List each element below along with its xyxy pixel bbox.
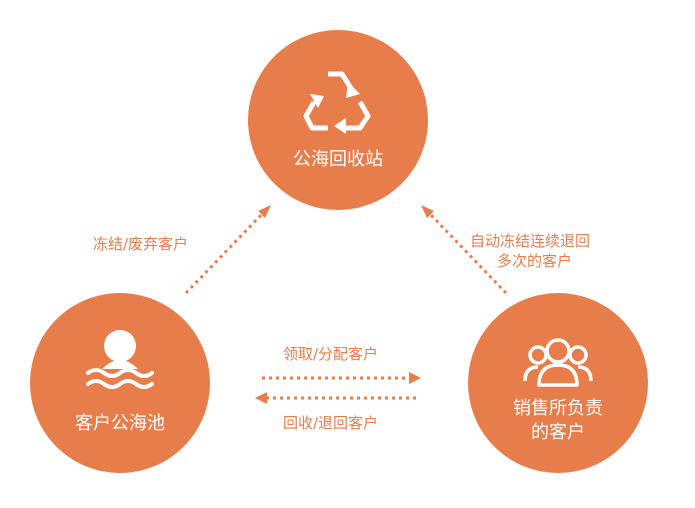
sales-customers-label-line1: 销售所负责 xyxy=(513,398,603,419)
customer-pool-label: 客户公海池 xyxy=(75,413,165,434)
arrowhead-recycle-left xyxy=(258,205,271,218)
sales-customers-node: 销售所负责 的客户 xyxy=(468,293,648,473)
person-water-icon xyxy=(86,330,154,389)
arrowhead-recycle-right xyxy=(421,205,434,218)
customer-pool-node: 客户公海池 xyxy=(30,293,210,473)
recover-return-label: 回收/退回客户 xyxy=(283,414,379,432)
auto-freeze-label-line1: 自动冻结连续退回 xyxy=(470,232,591,250)
claim-assign-label: 领取/分配客户 xyxy=(283,345,379,363)
sales-customers-label-line2: 的客户 xyxy=(531,422,585,443)
arrow-sales-to-recycle xyxy=(428,212,508,295)
group-icon xyxy=(523,338,593,387)
auto-freeze-label-line2: 多次的客户 xyxy=(497,252,573,270)
arrowhead-pool xyxy=(255,392,267,404)
arrowhead-sales xyxy=(409,372,421,384)
recycle-bin-node: 公海回收站 xyxy=(248,30,428,210)
recycle-bin-label: 公海回收站 xyxy=(293,149,383,170)
recycle-icon xyxy=(303,71,371,134)
freeze-abandon-label: 冻结/废弃客户 xyxy=(93,235,189,253)
arrow-pool-to-recycle xyxy=(184,212,264,295)
